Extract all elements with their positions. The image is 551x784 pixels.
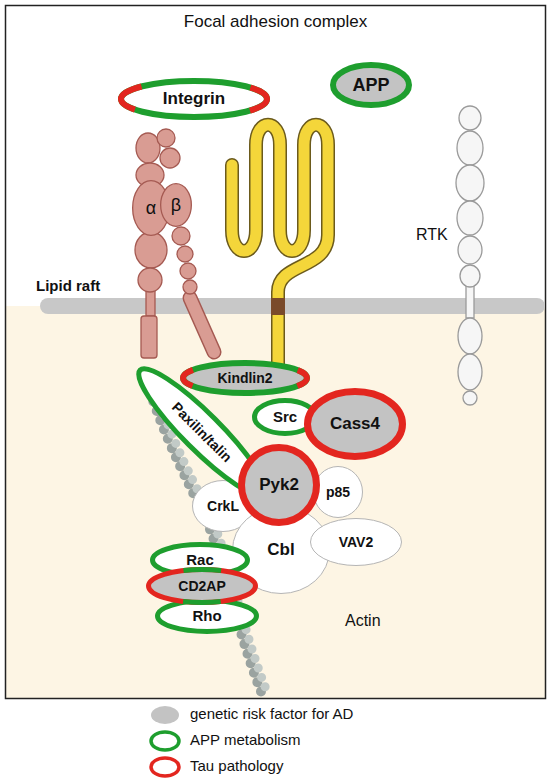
integrin-beta-chain [190, 298, 214, 352]
legend-label: genetic risk factor for AD [190, 706, 353, 723]
protein-name: CD2AP [178, 579, 225, 594]
protein-name: p85 [326, 485, 350, 500]
protein-outline [314, 467, 363, 518]
protein-outline [308, 392, 403, 457]
integrin-beta-chain [157, 129, 214, 352]
integrin-alpha-chain [138, 268, 162, 292]
protein-ellipse: Pyk2 [238, 444, 320, 526]
integrin-beta-chain [157, 129, 175, 147]
protein-name: Cass4 [330, 415, 380, 433]
protein-name: β [171, 196, 181, 215]
protein-name: Kindlin2 [217, 371, 272, 386]
rtk-receptor [456, 106, 484, 405]
ring-segment [121, 81, 267, 117]
protein-name: Src [273, 409, 297, 425]
integrin-beta-chain [190, 298, 214, 352]
protein-name: Cbl [267, 541, 294, 559]
protein-ellipse: Kindlin2 [180, 360, 310, 396]
protein-ellipse: Cass4 [304, 388, 406, 460]
protein-name: α [146, 199, 156, 218]
protein-outline [149, 570, 256, 603]
cytoplasm [6, 306, 545, 698]
protein-ellipse: β [160, 183, 192, 227]
protein-outline [183, 363, 307, 393]
protein-outline [242, 448, 317, 523]
protein-name: Rac [186, 552, 214, 568]
integrin-alpha-chain [135, 232, 167, 268]
protein-ellipse: Integrin [118, 78, 270, 120]
integrin-beta-chain [160, 148, 180, 168]
frame [6, 6, 546, 699]
integrin-beta-chain [172, 227, 190, 245]
rtk-receptor [458, 354, 482, 390]
rtk-receptor [458, 236, 482, 264]
part-label: Lipid raft [36, 278, 100, 295]
app-protein [271, 298, 285, 315]
part-label: RTK [416, 226, 448, 244]
protein-ellipse: APP [330, 62, 412, 108]
legend-swatch [151, 706, 179, 724]
protein-outline [121, 81, 267, 117]
protein-ellipse: CD2AP [146, 567, 258, 605]
cytoplasm [6, 306, 545, 698]
app-protein [232, 125, 328, 372]
integrin-beta-chain [183, 280, 197, 294]
rtk-receptor [459, 106, 481, 130]
protein-outline [333, 65, 409, 105]
integrin-beta-chain [177, 246, 193, 262]
protein-outline [158, 601, 257, 632]
legend-label: Tau pathology [190, 758, 283, 775]
legend-label: APP metabolism [190, 732, 301, 749]
legend-swatch [151, 758, 179, 776]
protein-outline [311, 519, 402, 566]
rtk-receptor [457, 201, 483, 235]
part-label: Actin [345, 612, 381, 630]
protein-name: APP [352, 76, 389, 95]
protein-outline [161, 184, 192, 227]
legend-swatch [151, 732, 179, 750]
diagram-title: Focal adhesion complex [0, 13, 551, 32]
app-protein [232, 125, 328, 372]
protein-name: Pyk2 [259, 476, 299, 494]
frame [6, 6, 546, 699]
ring-segment [149, 570, 256, 603]
integrin-alpha-chain [141, 316, 157, 358]
rtk-receptor [460, 265, 480, 287]
protein-name: Integrin [163, 90, 225, 108]
integrin-alpha-chain [135, 133, 167, 358]
rtk-receptor [463, 391, 477, 405]
rtk-receptor [457, 131, 483, 165]
rtk-receptor [456, 165, 484, 201]
app-protein [232, 125, 328, 372]
protein-ellipse: p85 [313, 466, 363, 518]
protein-name: CrkL [207, 499, 239, 514]
ring-segment [183, 363, 307, 393]
protein-ellipse: VAV2 [310, 518, 402, 566]
protein-name: VAV2 [339, 535, 374, 550]
rtk-receptor [458, 318, 482, 354]
protein-name: Rho [192, 608, 221, 624]
integrin-beta-chain [180, 263, 196, 279]
